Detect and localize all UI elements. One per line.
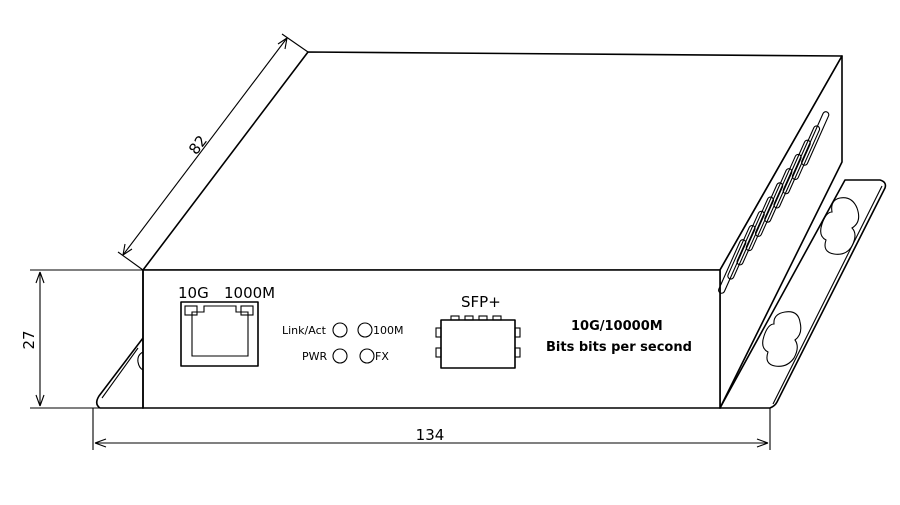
spec-line-1: 10G/10000M — [571, 319, 663, 334]
dimension-width: 134 — [92, 408, 771, 450]
rj45-speed-label-10g: 10G — [178, 284, 209, 302]
led-link-act — [332, 322, 348, 338]
rj45-led-right — [240, 305, 254, 316]
spec-line-2: Bits bits per second — [546, 340, 692, 355]
housing — [142, 51, 843, 409]
ventilation-slots — [718, 111, 830, 294]
led-label-100m: 100M — [373, 324, 404, 337]
led-label-link-act: Link/Act — [282, 324, 327, 337]
left-mounting-bracket — [95, 337, 144, 409]
led-fx — [359, 348, 375, 364]
sfp-plus-port: SFP+ — [435, 293, 521, 369]
bracket-keyhole-upper — [820, 197, 860, 255]
dimension-height: 27 — [20, 269, 143, 409]
rj45-led-left — [184, 305, 198, 316]
led-pwr — [332, 348, 348, 364]
led-label-pwr: PWR — [302, 350, 328, 363]
sfp-label: SFP+ — [461, 293, 501, 311]
rj45-speed-label-1000m: 1000M — [224, 284, 275, 302]
rj45-port: 10G 1000M — [178, 284, 275, 367]
right-mounting-bracket — [719, 179, 887, 409]
dimension-depth-value: 82 — [185, 132, 211, 158]
led-indicators: Link/Act 100M PWR FX — [282, 322, 404, 364]
dimension-width-value: 134 — [416, 426, 445, 444]
vent-slot — [801, 111, 830, 166]
dimension-height-value: 27 — [20, 330, 38, 349]
spec-text-block: 10G/10000M Bits bits per second — [546, 319, 692, 355]
led-label-fx: FX — [375, 350, 389, 363]
bracket-keyhole-lower — [762, 311, 802, 367]
led-100m — [357, 322, 373, 338]
